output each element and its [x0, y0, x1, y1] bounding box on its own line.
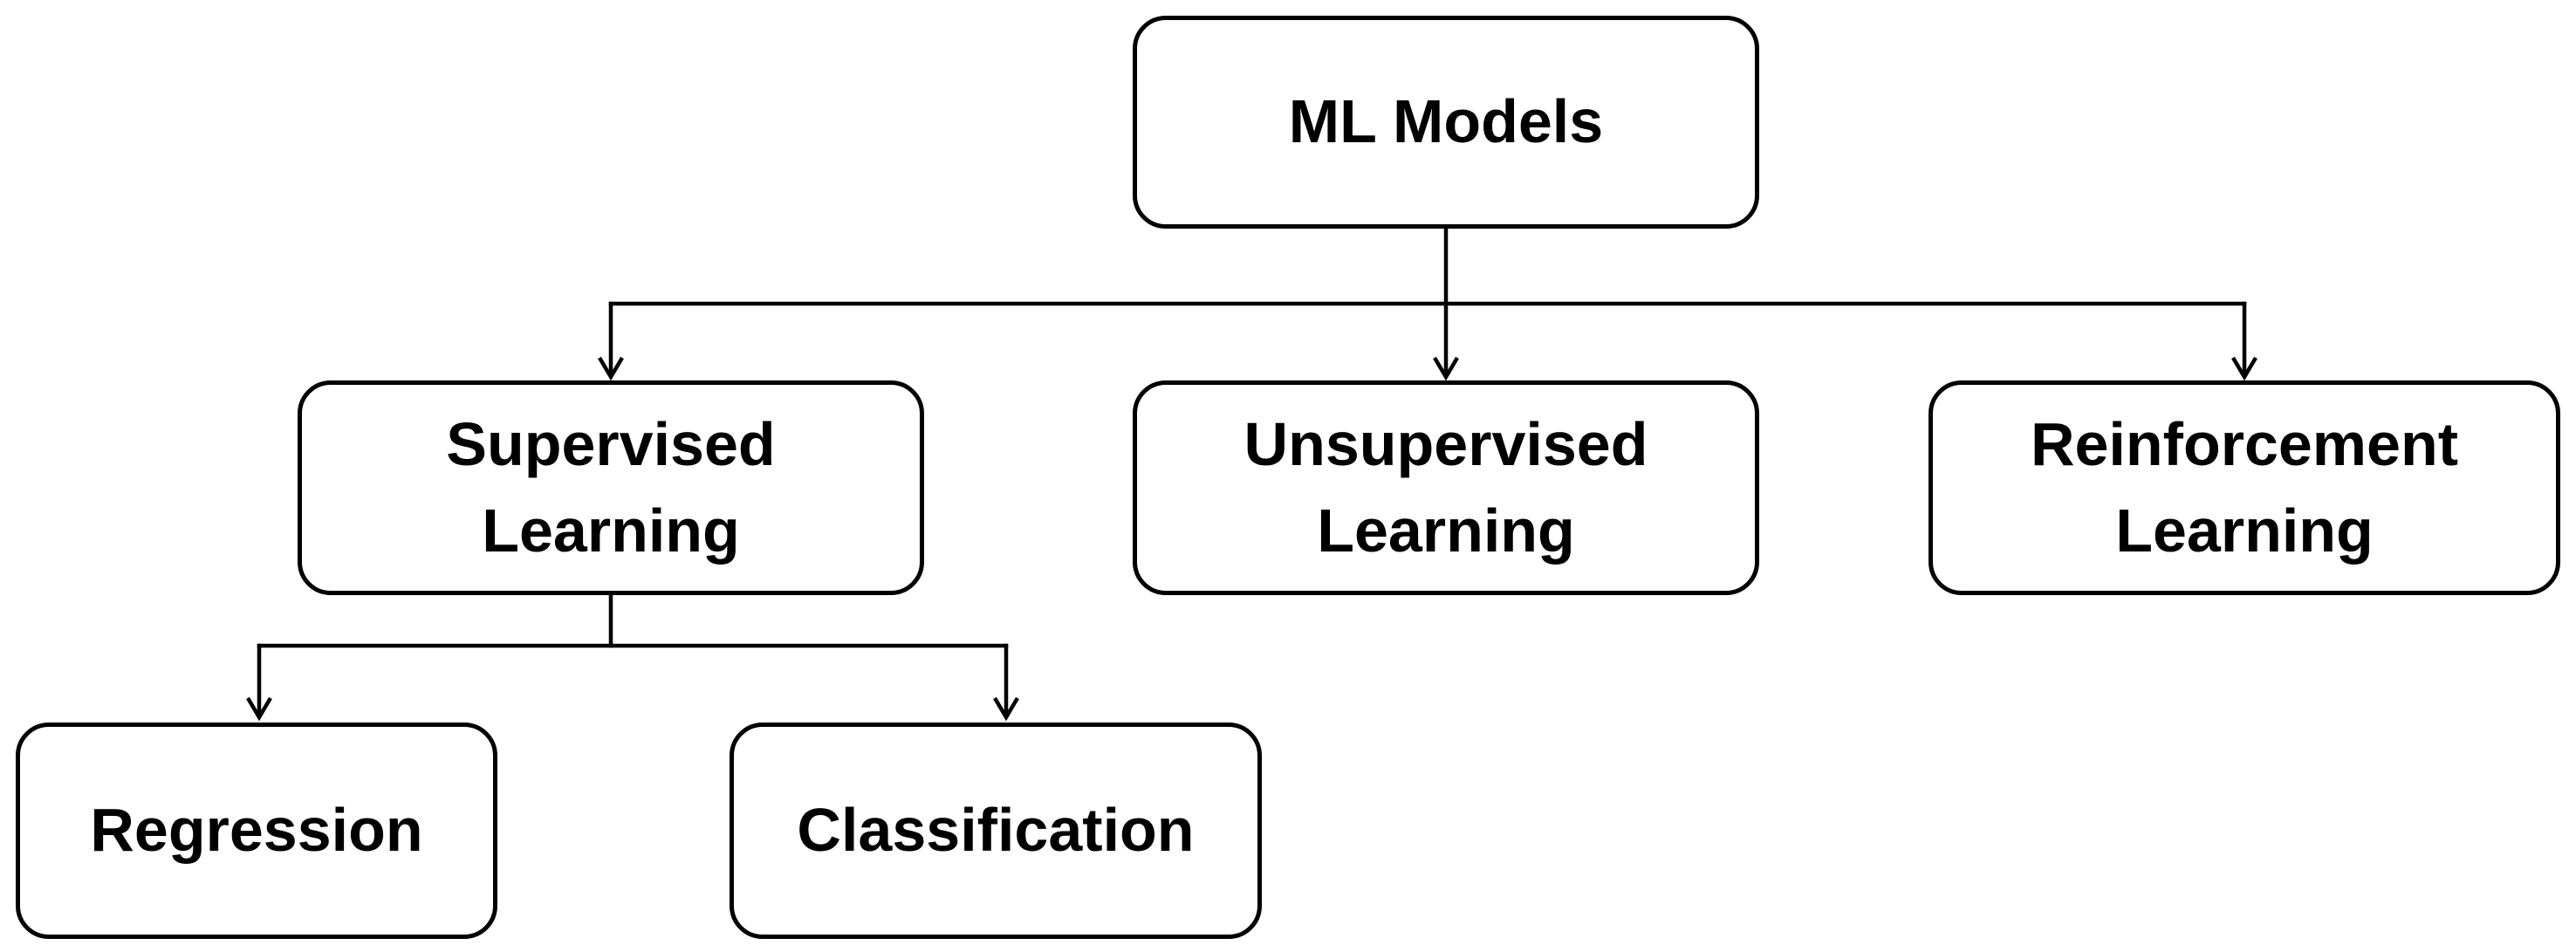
classification-label: Classification [797, 796, 1195, 865]
arrowhead-reinforcement [2231, 356, 2257, 381]
arrowhead-regression [246, 696, 272, 722]
supervised-learning-node: Supervised Learning [298, 380, 924, 595]
unsupervised-learning-node: Unsupervised Learning [1133, 380, 1759, 595]
arrowhead-supervised [598, 356, 624, 381]
supervised-learning-label-line2: Learning [482, 497, 740, 565]
ml-models-node: ML Models [1133, 16, 1759, 229]
supervised-learning-label-line1: Supervised [446, 409, 776, 478]
arrowhead-unsupervised [1433, 356, 1459, 381]
ml-models-label: ML Models [1288, 87, 1604, 156]
reinforcement-learning-node: Reinforcement Learning [1929, 380, 2560, 595]
classification-node: Classification [730, 723, 1262, 939]
reinforcement-learning-label-line2: Learning [2115, 497, 2374, 565]
unsupervised-learning-label-line1: Unsupervised [1243, 409, 1648, 478]
unsupervised-learning-label-line2: Learning [1317, 497, 1575, 565]
arrowhead-classification [993, 696, 1019, 722]
reinforcement-learning-label-line1: Reinforcement [2030, 409, 2459, 478]
regression-label: Regression [90, 796, 423, 865]
regression-node: Regression [16, 723, 497, 939]
